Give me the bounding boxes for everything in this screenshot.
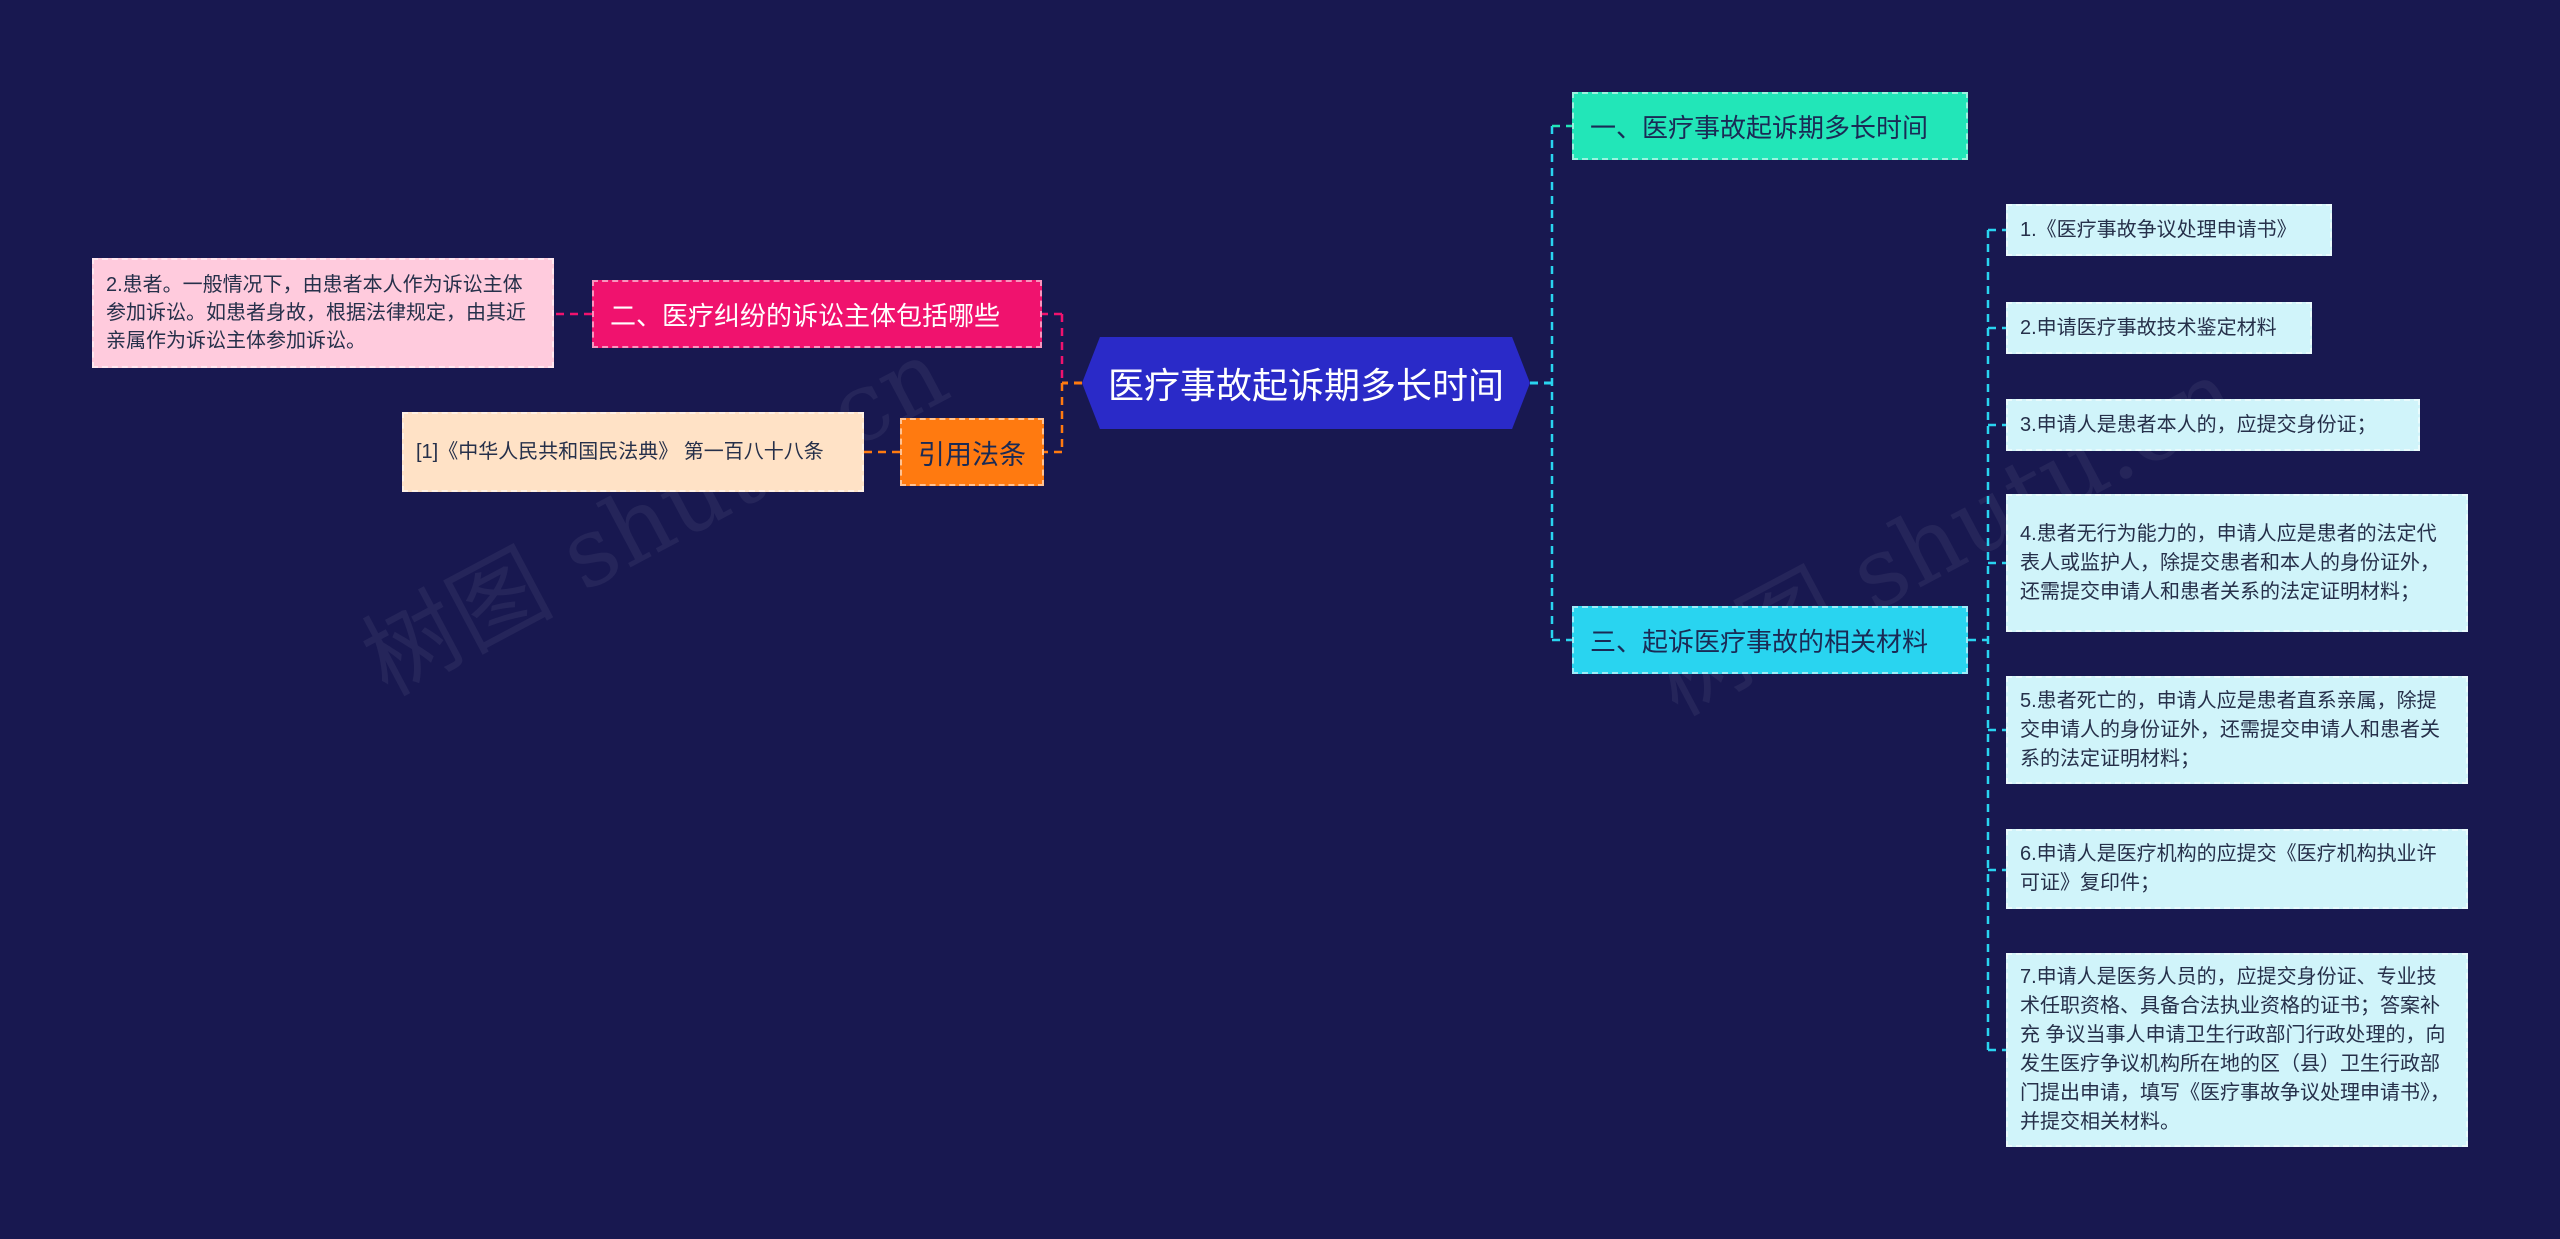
- leaf-material-4[interactable]: 4.患者无行为能力的，申请人应是患者的法定代表人或监护人，除提交患者和本人的身份…: [2006, 494, 2468, 632]
- leaf-material-7[interactable]: 7.申请人是医务人员的，应提交身份证、专业技术任职资格、具备合法执业资格的证书；…: [2006, 953, 2468, 1147]
- leaf-material-5-text: 5.患者死亡的，申请人应是患者直系亲属，除提交申请人的身份证外，还需提交申请人和…: [2020, 689, 2440, 770]
- leaf-law-ref-text: [1]《中华人民共和国民法典》 第一百八十八条: [416, 441, 824, 463]
- root-topic-label: 医疗事故起诉期多长时间: [1107, 365, 1504, 406]
- branch-three-label: 三、起诉医疗事故的相关材料: [1590, 626, 1929, 657]
- leaf-material-2-text: 2.申请医疗事故技术鉴定材料: [2020, 316, 2277, 339]
- root-topic[interactable]: 医疗事故起诉期多长时间: [1082, 337, 1530, 429]
- leaf-material-2[interactable]: 2.申请医疗事故技术鉴定材料: [2006, 302, 2312, 354]
- branch-one[interactable]: 一、医疗事故起诉期多长时间: [1572, 92, 1968, 160]
- leaf-material-4-text: 4.患者无行为能力的，申请人应是患者的法定代表人或监护人，除提交患者和本人的身份…: [2020, 522, 2440, 603]
- branch-law[interactable]: 引用法条: [900, 418, 1044, 486]
- leaf-litigant-text: 2.患者。一般情况下，由患者本人作为诉讼主体参加诉讼。如患者身故，根据法律规定，…: [106, 274, 526, 352]
- leaf-material-3-text: 3.申请人是患者本人的，应提交身份证；: [2020, 413, 2377, 436]
- leaf-material-5[interactable]: 5.患者死亡的，申请人应是患者直系亲属，除提交申请人的身份证外，还需提交申请人和…: [2006, 676, 2468, 784]
- branch-two-label: 二、医疗纠纷的诉讼主体包括哪些: [610, 300, 1001, 331]
- leaf-material-3[interactable]: 3.申请人是患者本人的，应提交身份证；: [2006, 399, 2420, 451]
- branch-law-label: 引用法条: [918, 439, 1026, 470]
- branch-three[interactable]: 三、起诉医疗事故的相关材料: [1572, 606, 1968, 674]
- leaf-material-1[interactable]: 1.《医疗事故争议处理申请书》: [2006, 204, 2332, 256]
- leaf-material-1-text: 1.《医疗事故争议处理申请书》: [2020, 218, 2297, 241]
- branch-two[interactable]: 二、医疗纠纷的诉讼主体包括哪些: [592, 280, 1042, 348]
- leaf-material-6-text: 6.申请人是医疗机构的应提交《医疗机构执业许可证》复印件；: [2020, 843, 2437, 894]
- leaf-litigant[interactable]: 2.患者。一般情况下，由患者本人作为诉讼主体参加诉讼。如患者身故，根据法律规定，…: [92, 258, 554, 368]
- leaf-material-7-text: 7.申请人是医务人员的，应提交身份证、专业技术任职资格、具备合法执业资格的证书；…: [2020, 966, 2450, 1133]
- leaf-law-ref[interactable]: [1]《中华人民共和国民法典》 第一百八十八条: [402, 412, 864, 492]
- leaf-material-6[interactable]: 6.申请人是医疗机构的应提交《医疗机构执业许可证》复印件；: [2006, 829, 2468, 909]
- branch-one-label: 一、医疗事故起诉期多长时间: [1590, 112, 1929, 143]
